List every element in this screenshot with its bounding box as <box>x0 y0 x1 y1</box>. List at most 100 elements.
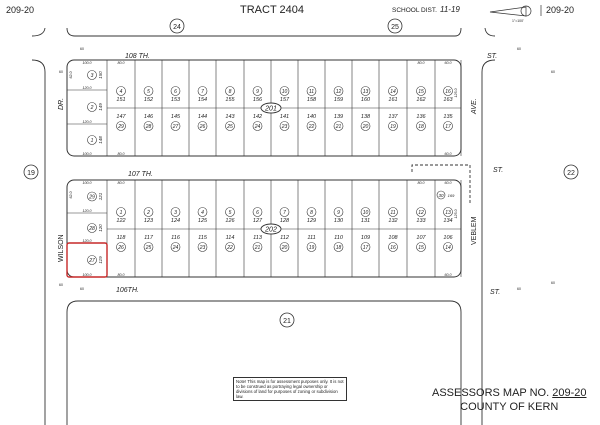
parcel-number: 133 <box>416 218 426 224</box>
dimension-label: 60.0 <box>445 152 452 156</box>
lot-number: 14 <box>445 245 451 251</box>
map-number-right: 209-20 <box>546 5 574 15</box>
parcel-number: 159 <box>334 97 343 103</box>
lot-circle-icon <box>306 242 317 252</box>
lot-number: 27 <box>172 124 179 130</box>
parcel-number: 136 <box>416 114 426 120</box>
street-veblem: VEBLEM <box>471 216 478 245</box>
street-width-label: 60 <box>551 70 555 74</box>
lot-circle-icon <box>143 121 154 131</box>
lot-circle-icon <box>388 242 398 252</box>
parcel-number: 118 <box>117 235 127 241</box>
lot-circle-icon <box>306 207 317 217</box>
parcel-number: 132 <box>388 218 397 224</box>
lot-circle-icon <box>252 242 263 252</box>
lot-circle-icon <box>225 242 235 252</box>
parcel-number: 114 <box>226 235 235 241</box>
book-number: 201 <box>264 106 277 113</box>
lot-number: 9 <box>337 210 340 216</box>
parcel-number: 169 <box>448 193 455 198</box>
parcel-number: 122 <box>116 218 125 224</box>
parcel-number: 142 <box>253 114 262 120</box>
lot-circle-icon <box>197 121 208 131</box>
parcel-number: 163 <box>443 97 453 103</box>
lot-number: 23 <box>281 124 288 130</box>
lot-number: 19 <box>390 124 396 130</box>
parcel-number: 147 <box>116 114 126 120</box>
lot-circle-icon <box>116 207 126 217</box>
parcel-number: 154 <box>198 97 207 103</box>
lot-circle-icon <box>443 207 453 217</box>
dimension-label: 120.0 <box>83 209 92 213</box>
lot-circle-icon <box>279 121 290 131</box>
lot-circle-icon <box>360 207 371 217</box>
lot-circle-icon <box>87 135 97 145</box>
street-width-label: 60 <box>551 281 555 285</box>
street-108th: 108 TH. <box>125 53 150 60</box>
lot-number: 8 <box>310 210 313 216</box>
parcel-number: 156 <box>253 97 263 103</box>
parcel-number: 116 <box>171 235 181 241</box>
lot-circle-icon <box>416 121 426 131</box>
